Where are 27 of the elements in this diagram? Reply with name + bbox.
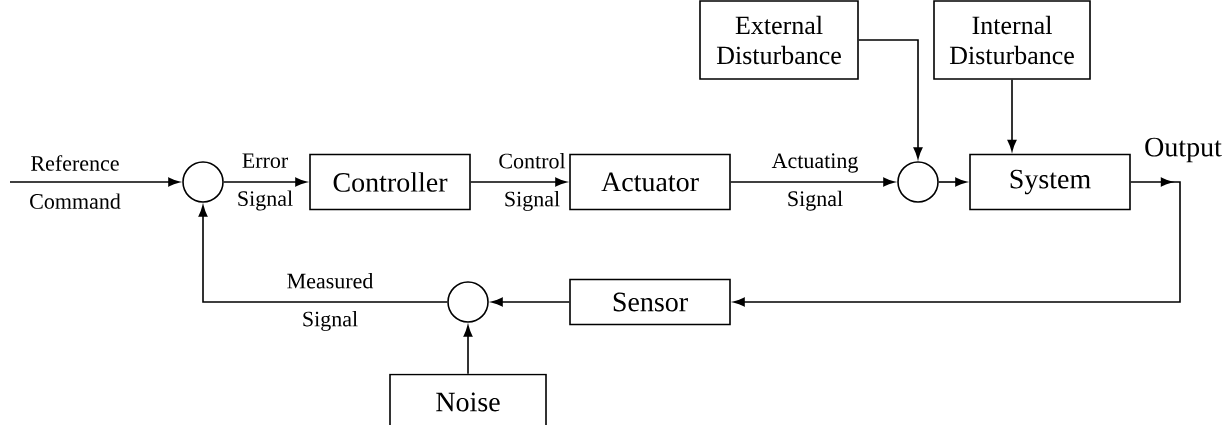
block-box: System bbox=[969, 153, 1131, 211]
arrow bbox=[938, 177, 967, 187]
block-box: Sensor bbox=[569, 278, 731, 326]
edge-label: Actuating Signal bbox=[771, 153, 858, 211]
arrow bbox=[9, 177, 180, 187]
block-box: Actuator bbox=[569, 153, 731, 211]
summing-junction bbox=[447, 281, 489, 323]
arrow bbox=[1007, 79, 1017, 152]
arrow bbox=[733, 177, 1181, 307]
block-box: Noise bbox=[389, 373, 547, 425]
summing-junction bbox=[897, 161, 939, 203]
summing-junction bbox=[182, 161, 224, 203]
arrow bbox=[463, 325, 473, 375]
arrow bbox=[223, 177, 307, 187]
arrow bbox=[491, 297, 570, 307]
arrow bbox=[730, 177, 895, 187]
edge-label: Reference Command bbox=[30, 155, 121, 209]
block-box: Controller bbox=[309, 153, 471, 211]
arrow bbox=[470, 177, 567, 187]
edge-label: Control Signal bbox=[499, 153, 566, 211]
edge-label: Measured Signal bbox=[287, 273, 374, 331]
edge-label: Output bbox=[1145, 137, 1222, 163]
arrow bbox=[198, 205, 448, 303]
block-box: External Disturbance bbox=[699, 0, 859, 80]
edge-label: Error Signal bbox=[238, 153, 293, 211]
block-box: Internal Disturbance bbox=[933, 0, 1091, 80]
arrow bbox=[858, 39, 923, 159]
